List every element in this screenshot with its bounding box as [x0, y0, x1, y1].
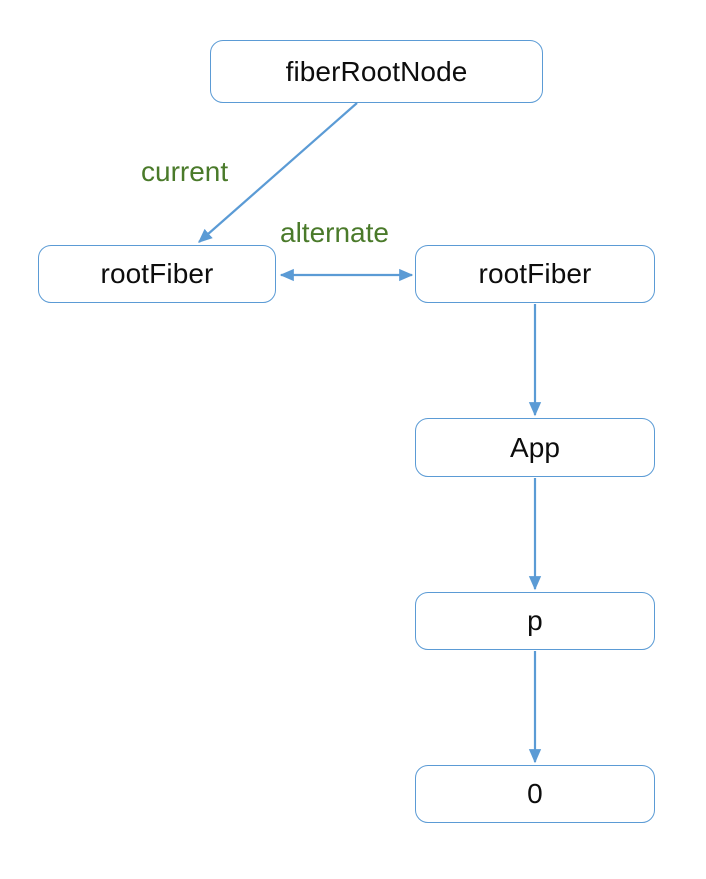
- node-label: fiberRootNode: [285, 55, 468, 87]
- edge-label-current: current: [141, 156, 229, 187]
- node-label: App: [509, 431, 561, 463]
- node-rootfiber-alternate[interactable]: rootFiber: [415, 245, 655, 303]
- node-label: rootFiber: [100, 258, 214, 289]
- node-rootfiber-current[interactable]: rootFiber: [38, 245, 276, 303]
- node-zero[interactable]: 0: [415, 765, 655, 823]
- node-label: p: [527, 605, 543, 636]
- node-app[interactable]: App: [415, 418, 655, 477]
- edge-label-alternate: alternate: [280, 217, 389, 248]
- node-label: rootFiber: [478, 258, 592, 289]
- node-p[interactable]: p: [415, 592, 655, 650]
- node-label: 0: [527, 778, 543, 809]
- node-fiberrootnode[interactable]: fiberRootNode: [210, 40, 543, 103]
